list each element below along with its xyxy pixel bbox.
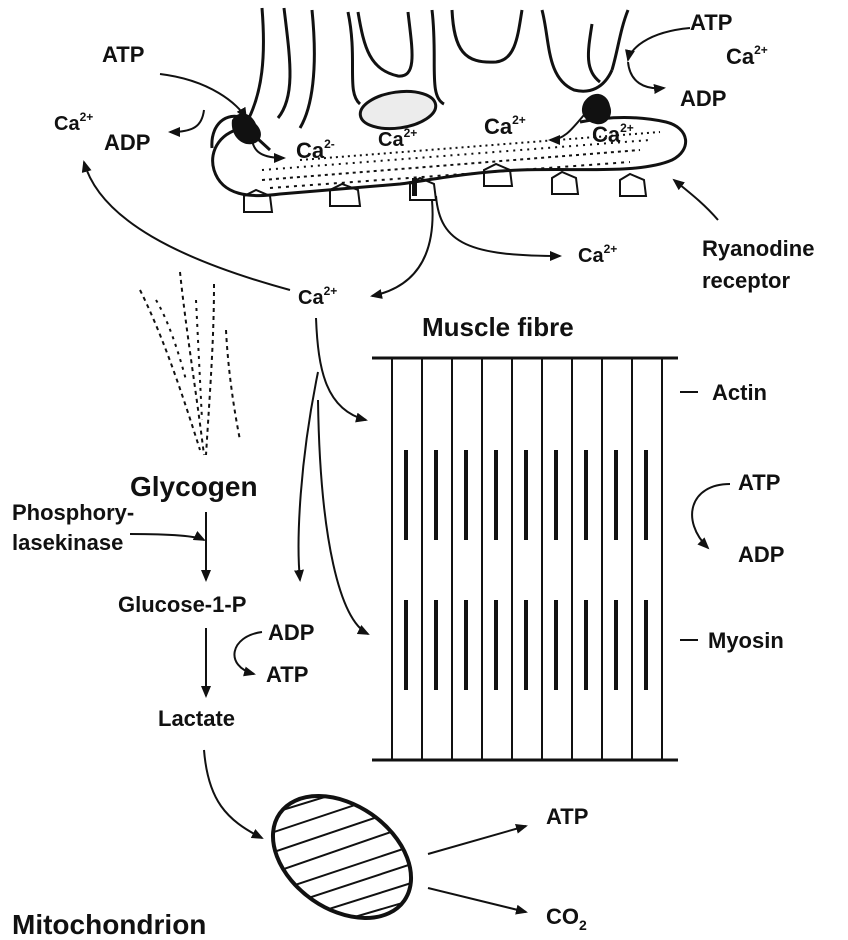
mitochondrion [250,771,440,940]
label-lactate: Lactate [158,706,235,731]
muscle-fibre [372,358,698,760]
label-myosin: Myosin [708,628,784,653]
actin-filaments [392,358,662,760]
myosin-upper [406,450,646,540]
label-ryanodine-line1: Ryanodine [702,236,814,261]
label-phosphorylasekinase-line1: Phosphory- [12,500,134,525]
membrane-folds [212,8,628,148]
label-adp-right: ADP [680,86,726,111]
label-ca-center: Ca2+ [298,284,337,309]
label-adp-left: ADP [104,130,150,155]
label-adp-fibre: ADP [738,542,784,567]
label-atp-fibre: ATP [738,470,780,495]
glycogen-granules [140,272,240,455]
label-actin: Actin [712,380,767,405]
label-ca-inner-2: Ca2+ [378,126,417,151]
label-ca-release: Ca2+ [578,242,617,267]
label-adp-glycolysis: ADP [268,620,314,645]
label-ca-right: Ca2+ [726,43,768,69]
ryanodine-receptor-feet [244,164,646,212]
label-atp-right: ATP [690,10,732,35]
label-ryanodine-line2: receptor [702,268,790,293]
label-co2: CO2 [546,904,587,933]
myosin-lower [406,600,646,690]
label-ca-inner-3: Ca2+ [484,113,526,139]
labels: ATP Ca2+ ADP Ca2- Ca2+ Ca2+ Ca2+ ATP Ca2… [12,10,814,940]
channel-marker [412,178,417,196]
label-phosphorylasekinase-line2: lasekinase [12,530,123,555]
label-atp-left: ATP [102,42,144,67]
label-muscle-fibre: Muscle fibre [422,312,574,342]
label-glucose-1-p: Glucose-1-P [118,592,246,617]
label-mitochondrion: Mitochondrion [12,909,206,940]
calcium-pump-left [232,113,261,144]
label-atp-mito: ATP [546,804,588,829]
label-glycogen: Glycogen [130,471,258,502]
label-ca-inner-1: Ca2- [296,137,335,163]
vesicle [358,87,438,133]
label-ca-left: Ca2+ [54,110,93,135]
label-ca-inner-4: Ca2+ [592,121,634,147]
label-atp-glycolysis: ATP [266,662,308,687]
